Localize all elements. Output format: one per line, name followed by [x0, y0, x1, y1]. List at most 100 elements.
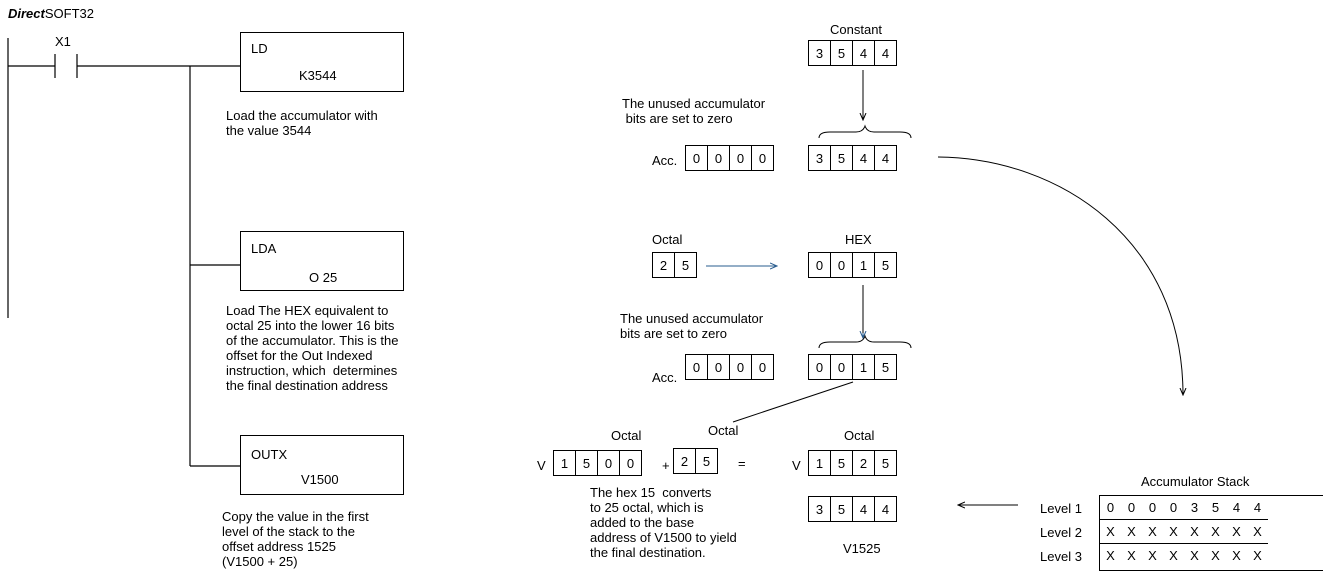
digit-cell: 4 — [881, 45, 890, 61]
digit-cell: 1 — [809, 451, 831, 475]
stack-cell: X — [1190, 524, 1199, 539]
stack-cell: 0 — [1106, 500, 1115, 515]
digit-cell: 2 — [853, 451, 875, 475]
digit-cell: 3 — [809, 146, 831, 170]
digit-cell: 5 — [881, 455, 890, 471]
digit-cell: 0 — [758, 150, 767, 166]
digit-cell: 1 — [554, 451, 576, 475]
result-address-register: 1 5 2 5 — [808, 450, 897, 476]
digit-cell: 5 — [681, 257, 690, 273]
digit-cell: 0 — [730, 355, 752, 379]
digit-cell: 0 — [598, 451, 620, 475]
stack-row-level-2: X X X X X X X X — [1100, 520, 1268, 544]
digit-cell: 5 — [831, 146, 853, 170]
stack-row-level-3: X X X X X X X X — [1100, 544, 1268, 568]
stack-cell: 4 — [1253, 500, 1262, 515]
stack-cell: 3 — [1190, 500, 1199, 515]
digit-cell: 4 — [853, 497, 875, 521]
digit-cell: 0 — [831, 253, 853, 277]
stack-cell: X — [1169, 548, 1178, 563]
digit-cell: 0 — [686, 355, 708, 379]
stack-cell: X — [1127, 548, 1136, 563]
acc-low-register-2: 0 0 1 5 — [808, 354, 897, 380]
offset-octal-label: Octal — [708, 423, 739, 438]
octal-register: 2 5 — [652, 252, 697, 278]
digit-cell: 5 — [702, 453, 711, 469]
acc-low-register-1: 3 5 4 4 — [808, 145, 897, 171]
ld-opcode: LD — [251, 41, 268, 56]
stack-level-2-label: Level 2 — [1040, 525, 1082, 540]
conversion-note: The hex 15 converts to 25 octal, which i… — [590, 485, 737, 560]
stack-cell: 4 — [1232, 500, 1241, 515]
outx-opcode: OUTX — [251, 447, 288, 462]
digit-cell: 0 — [730, 146, 752, 170]
ld-note: Load the accumulator with the value 3544 — [226, 108, 378, 138]
contact-label: X1 — [55, 34, 71, 49]
digit-cell: 4 — [853, 146, 875, 170]
acc-label-2: Acc. — [652, 370, 678, 385]
lda-note: Load The HEX equivalent to octal 25 into… — [226, 303, 399, 393]
accumulator-stack-table: 0 0 0 0 3 5 4 4 X X X X X X X X X X X X … — [1100, 496, 1268, 567]
base-octal-label: Octal — [611, 428, 642, 443]
stack-cell: 0 — [1127, 500, 1136, 515]
digit-cell: 4 — [881, 501, 890, 517]
digit-cell: 5 — [831, 41, 853, 65]
plus-sign: + — [662, 458, 670, 473]
destination-value-register: 3 5 4 4 — [808, 496, 897, 522]
digit-cell: 0 — [708, 146, 730, 170]
stack-cell: X — [1232, 524, 1241, 539]
constant-label: Constant — [830, 22, 883, 37]
equals-sign: = — [738, 456, 746, 471]
stack-cell: X — [1148, 524, 1157, 539]
stack-cell: X — [1169, 524, 1178, 539]
stack-cell: X — [1211, 548, 1220, 563]
stack-cell: 0 — [1148, 500, 1157, 515]
digit-cell: 0 — [758, 359, 767, 375]
digit-cell: 0 — [809, 253, 831, 277]
digit-cell: 0 — [831, 355, 853, 379]
stack-cell: X — [1148, 548, 1157, 563]
stack-cell: X — [1127, 524, 1136, 539]
stack-title: Accumulator Stack — [1141, 474, 1250, 489]
power-rail — [7, 38, 240, 467]
stack-level-3-label: Level 3 — [1040, 549, 1082, 564]
digit-cell: 0 — [686, 146, 708, 170]
ld-operand: K3544 — [299, 68, 337, 83]
ld-instruction-box: LD K3544 — [240, 32, 404, 92]
acc-high-register-2: 0 0 0 0 — [685, 354, 774, 380]
digit-cell: 3 — [809, 497, 831, 521]
outx-note: Copy the value in the first level of the… — [222, 509, 369, 569]
hex-register: 0 0 1 5 — [808, 252, 897, 278]
stack-cell: X — [1253, 548, 1262, 563]
stack-cell: X — [1253, 524, 1262, 539]
lda-opcode: LDA — [251, 241, 277, 256]
acc-label-1: Acc. — [652, 153, 678, 168]
base-address-register: 1 5 0 0 — [553, 450, 642, 476]
stack-cell: X — [1106, 524, 1115, 539]
acc-high-register-1: 0 0 0 0 — [685, 145, 774, 171]
stack-cell: X — [1232, 548, 1241, 563]
v-prefix-2: V — [792, 458, 801, 473]
lda-instruction-box: LDA O 25 — [240, 231, 404, 291]
offset-register: 2 5 — [673, 448, 718, 474]
v-prefix-1: V — [537, 458, 546, 473]
outx-instruction-box: OUTX V1500 — [240, 435, 404, 495]
digit-cell: 4 — [853, 41, 875, 65]
digit-cell: 2 — [674, 449, 696, 473]
stack-cell: X — [1211, 524, 1220, 539]
stack-row-level-1: 0 0 0 0 3 5 4 4 — [1100, 496, 1268, 520]
stack-cell: 0 — [1169, 500, 1178, 515]
digit-cell: 0 — [626, 455, 635, 471]
digit-cell: 0 — [809, 355, 831, 379]
digit-cell: 5 — [576, 451, 598, 475]
constant-register: 3 5 4 4 — [808, 40, 897, 66]
app-title: DirectSOFT32 — [8, 6, 94, 21]
unused-bits-note-1: The unused accumulator bits are set to z… — [622, 96, 766, 126]
stack-cell: X — [1106, 548, 1115, 563]
digit-cell: 3 — [809, 41, 831, 65]
result-octal-label: Octal — [844, 428, 875, 443]
unused-bits-note-2: The unused accumulator bits are set to z… — [620, 311, 764, 341]
stack-level-1-label: Level 1 — [1040, 501, 1082, 516]
